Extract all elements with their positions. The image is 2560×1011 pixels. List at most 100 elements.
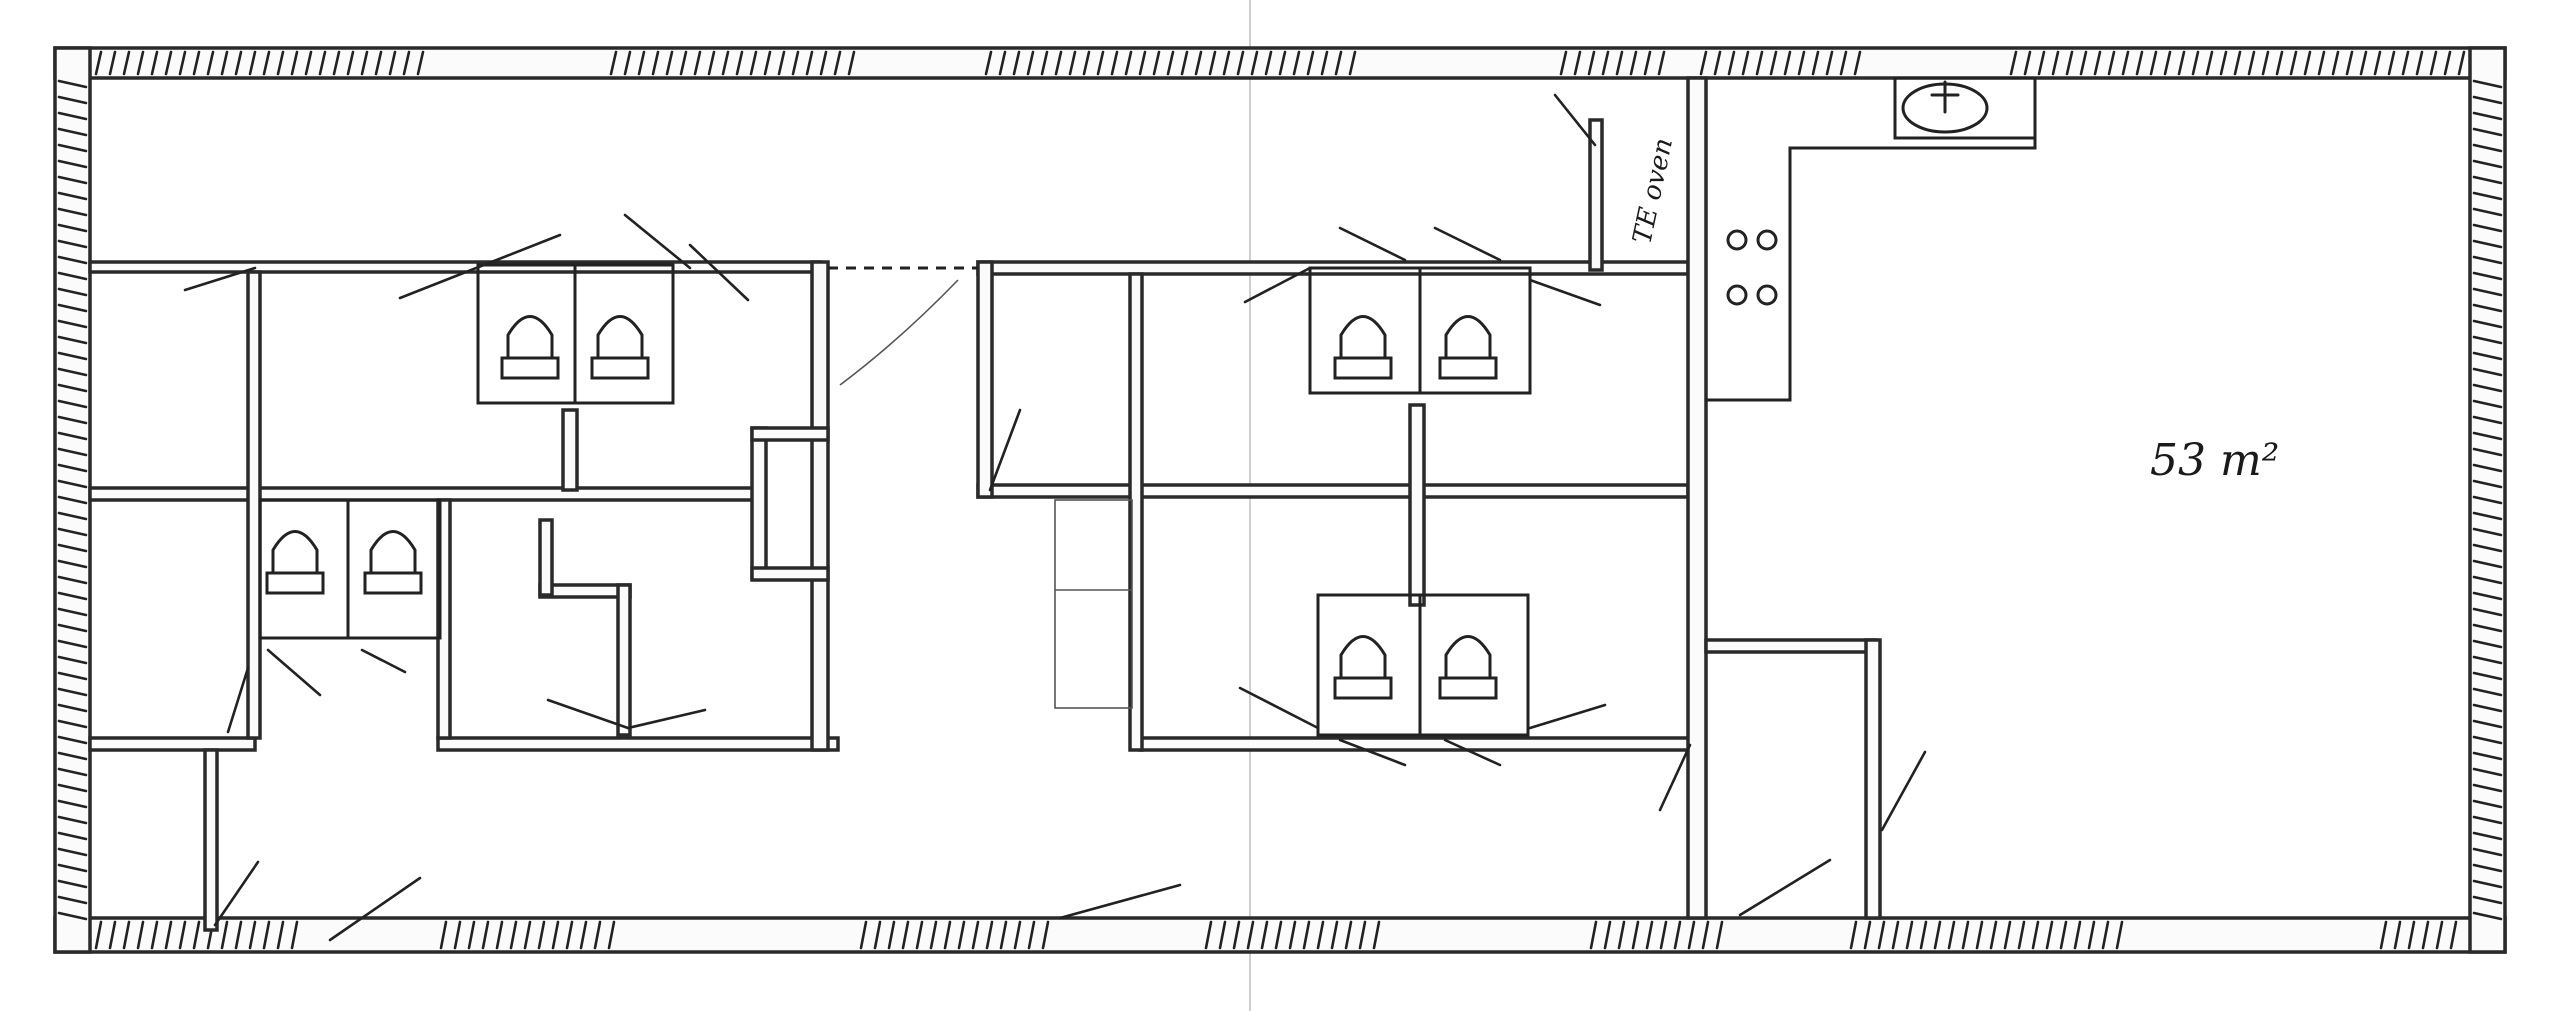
wall-hatch-mark — [579, 920, 588, 950]
wall-hatch-mark — [887, 920, 896, 950]
wall-hatch-mark — [2205, 50, 2214, 76]
wall-hatch-mark — [360, 50, 369, 76]
wall-hatch-mark — [57, 511, 88, 521]
wall-hatch-mark — [2115, 920, 2124, 950]
wall-hatch-mark — [2472, 159, 2503, 169]
toilet-icon — [363, 530, 423, 595]
toilet-icon — [590, 315, 650, 380]
door-swing-icon — [546, 698, 630, 730]
wall-hatch-mark — [416, 50, 425, 76]
wall-hatch-mark — [943, 920, 952, 950]
wall-hatch-mark — [164, 920, 173, 950]
wall-hatch-mark — [1659, 920, 1668, 950]
wall-hatch-mark — [2472, 431, 2503, 441]
wall-hatch-mark — [57, 495, 88, 505]
wall-hatch-mark — [2472, 367, 2503, 377]
wall-hatch-mark — [2472, 351, 2503, 361]
door-swing-icon — [1528, 278, 1602, 307]
door-swing-icon — [1238, 686, 1320, 730]
interior-walls — [88, 76, 2037, 932]
wall-hatch-mark — [1096, 50, 1105, 76]
wall-hatch-mark — [1082, 50, 1091, 76]
wall-cb-v2 — [1408, 403, 1426, 607]
wall-hatch-mark — [1246, 920, 1255, 950]
door-swing-icon — [626, 708, 707, 730]
door-swings — [183, 93, 1927, 942]
wall-hatch-mark — [304, 50, 313, 76]
wall-hatch-mark — [234, 920, 243, 950]
toilet-icon — [265, 530, 325, 595]
wall-hatch-mark — [57, 815, 88, 825]
wall-hatch-mark — [984, 50, 993, 76]
door-swing-icon — [688, 243, 750, 302]
door-swing-icon — [1553, 93, 1597, 147]
wall-hatch-mark — [122, 50, 131, 76]
wall-hatch-mark — [262, 920, 271, 950]
door-arc — [839, 279, 959, 386]
wall-hatch-mark — [2379, 920, 2388, 950]
wall-left-block-bottom-a — [88, 736, 257, 752]
wall-hatch-mark — [220, 920, 229, 950]
door-swing-icon — [1658, 743, 1692, 812]
door-swing-icon — [1443, 738, 1502, 767]
wall-hatch-mark — [2472, 815, 2503, 825]
wall-hatch-mark — [57, 399, 88, 409]
door-swing-icon — [213, 860, 260, 927]
stove-burner-icon — [1726, 229, 1778, 306]
wall-hatch-mark — [2472, 255, 2503, 265]
wall-hatch-mark — [2303, 50, 2312, 76]
wall-hatch-mark — [57, 79, 88, 89]
wall-hatch-mark — [609, 50, 618, 76]
wall-hatch-mark — [2472, 111, 2503, 121]
wall-hatch-mark — [1849, 920, 1858, 950]
toilets — [265, 315, 1498, 700]
wall-hatch-mark — [2472, 207, 2503, 217]
wall-hatch-mark — [57, 831, 88, 841]
wall-hatch-mark — [57, 175, 88, 185]
wall-hatch-mark — [346, 50, 355, 76]
wall-hatch-mark — [1673, 920, 1682, 950]
wall-hatch-mark — [57, 607, 88, 617]
wall-hatch-mark — [2472, 575, 2503, 585]
wall-hatch-mark — [1334, 50, 1343, 76]
wall-hatch-mark — [57, 223, 88, 233]
wall-hatch-mark — [1292, 50, 1301, 76]
wall-hatch-mark — [2317, 50, 2326, 76]
wall-hatch-mark — [1603, 920, 1612, 950]
wall-hatch-mark — [1041, 920, 1050, 950]
wall-hatch-mark — [2017, 920, 2026, 950]
wall-hatch-mark — [1250, 50, 1259, 76]
door-swing-icon — [1738, 858, 1832, 917]
wall-hatch-mark — [2079, 50, 2088, 76]
wall-hatch-mark — [206, 50, 215, 76]
door-swing-icon — [328, 876, 422, 942]
kitchen-note: TE oven — [1628, 135, 1680, 246]
wall-hatch-mark — [2191, 50, 2200, 76]
wall-hatch-mark — [234, 50, 243, 76]
wall-hatch-mark — [2093, 50, 2102, 76]
wall-hatch-mark — [2472, 687, 2503, 697]
wall-hatch-mark — [901, 920, 910, 950]
wall-hatch-mark — [57, 591, 88, 601]
wall-hatch-mark — [2289, 50, 2298, 76]
wall-hatch-mark — [1975, 920, 1984, 950]
toilet-icon — [1333, 635, 1393, 700]
door-swing-icon — [623, 213, 692, 270]
wall-hatch-mark — [1631, 920, 1640, 950]
wall-hatch-mark — [1027, 920, 1036, 950]
wall-hatch-mark — [957, 920, 966, 950]
wall-hatch-mark — [735, 50, 744, 76]
wall-hatch-mark — [1617, 920, 1626, 950]
wall-hatch-mark — [1905, 920, 1914, 950]
wall-lb-corr — [203, 748, 219, 932]
wall-hatch-mark — [537, 920, 546, 950]
wall-hatch-mark — [57, 623, 88, 633]
wall-hatch-mark — [1124, 50, 1133, 76]
wall-hatch-mark — [1260, 920, 1269, 950]
wall-right-room-top — [1704, 638, 1878, 654]
wall-lb-inner-c — [538, 518, 554, 597]
cubicle-c — [258, 498, 442, 640]
wall-hatch-mark — [2009, 50, 2018, 76]
wall-hatch-mark — [108, 50, 117, 76]
